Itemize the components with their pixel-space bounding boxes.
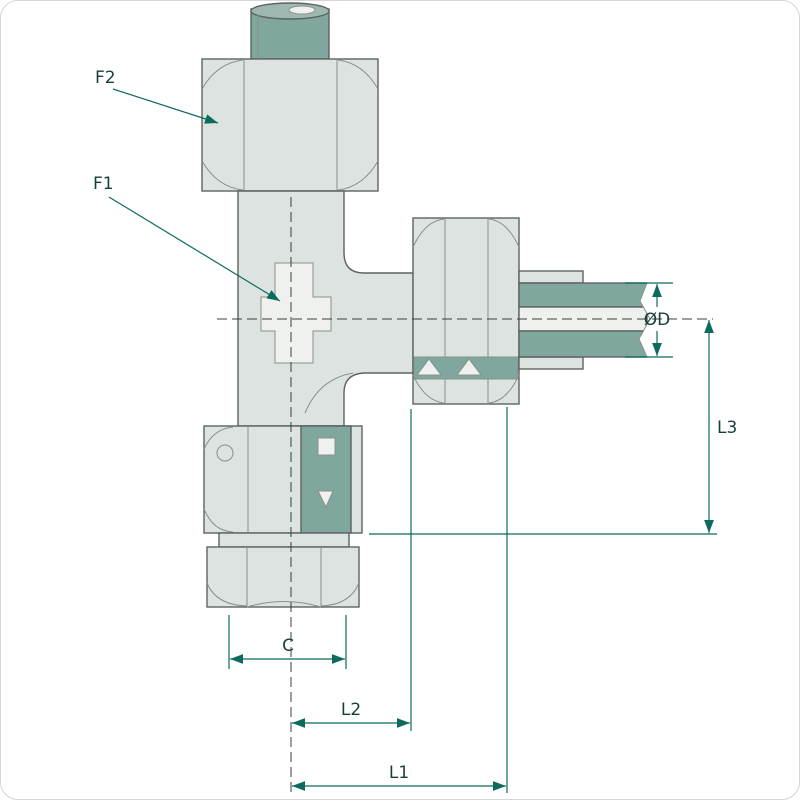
bottom-nut-chamfer [203, 508, 234, 533]
f1-leader-line [108, 196, 281, 302]
dimension-l3: L3 [369, 320, 737, 535]
dimension-od: ØD [625, 282, 673, 358]
retaining-square-detail [317, 437, 336, 456]
dimension-c: C [228, 615, 347, 669]
tube-shoulder-top [518, 270, 584, 284]
bottom-nut-lower [206, 546, 360, 608]
label-l3: L3 [717, 418, 737, 438]
bite-notch-detail [317, 490, 334, 509]
label-c: C [282, 636, 294, 656]
right-hex-nut [412, 217, 520, 405]
dimension-l2: L2 [292, 409, 412, 731]
label-f2: F2 [95, 68, 116, 88]
label-od: ØD [644, 310, 670, 330]
tube-shoulder-bottom [518, 356, 584, 370]
cutting-ring-bite [456, 358, 482, 376]
top-nut-chamfer [201, 59, 244, 90]
label-l1: L1 [389, 763, 409, 783]
fitting-body [237, 190, 414, 427]
right-nut-chamfer [412, 218, 445, 248]
centerlines [217, 197, 713, 793]
f2-leader-line [112, 88, 219, 124]
body-fillet-curve [304, 372, 354, 414]
tube-wall-bottom [518, 330, 648, 358]
internal-cross-passage [260, 262, 332, 364]
lower-nut-chamfer [320, 582, 360, 607]
dimension-l1: L1 [292, 407, 508, 793]
bleed-hole-detail [216, 444, 234, 462]
bottom-assembly [203, 425, 363, 608]
dimension-f1: F1 [93, 174, 281, 302]
top-nut-chamfer [337, 160, 379, 191]
tube-wall-top [518, 282, 648, 308]
bottom-flange [218, 532, 350, 548]
top-nut-chamfer [201, 160, 244, 191]
top-hex-nut [201, 58, 379, 192]
right-tube [518, 270, 663, 370]
top-port-tube [250, 2, 330, 60]
top-nut-body [201, 58, 379, 192]
dimension-f2: F2 [95, 68, 219, 124]
lower-nut-chamfer [246, 601, 322, 608]
top-tube-opening [288, 5, 316, 15]
top-nut-chamfer [337, 59, 379, 90]
label-l2: L2 [341, 700, 361, 720]
bottom-nut-chamfer [203, 426, 234, 450]
tube-break-line [638, 282, 651, 358]
right-nut-chamfer [488, 218, 520, 248]
label-f1: F1 [93, 174, 114, 194]
lower-nut-chamfer [206, 582, 248, 607]
cutting-ring-bite [416, 358, 442, 376]
